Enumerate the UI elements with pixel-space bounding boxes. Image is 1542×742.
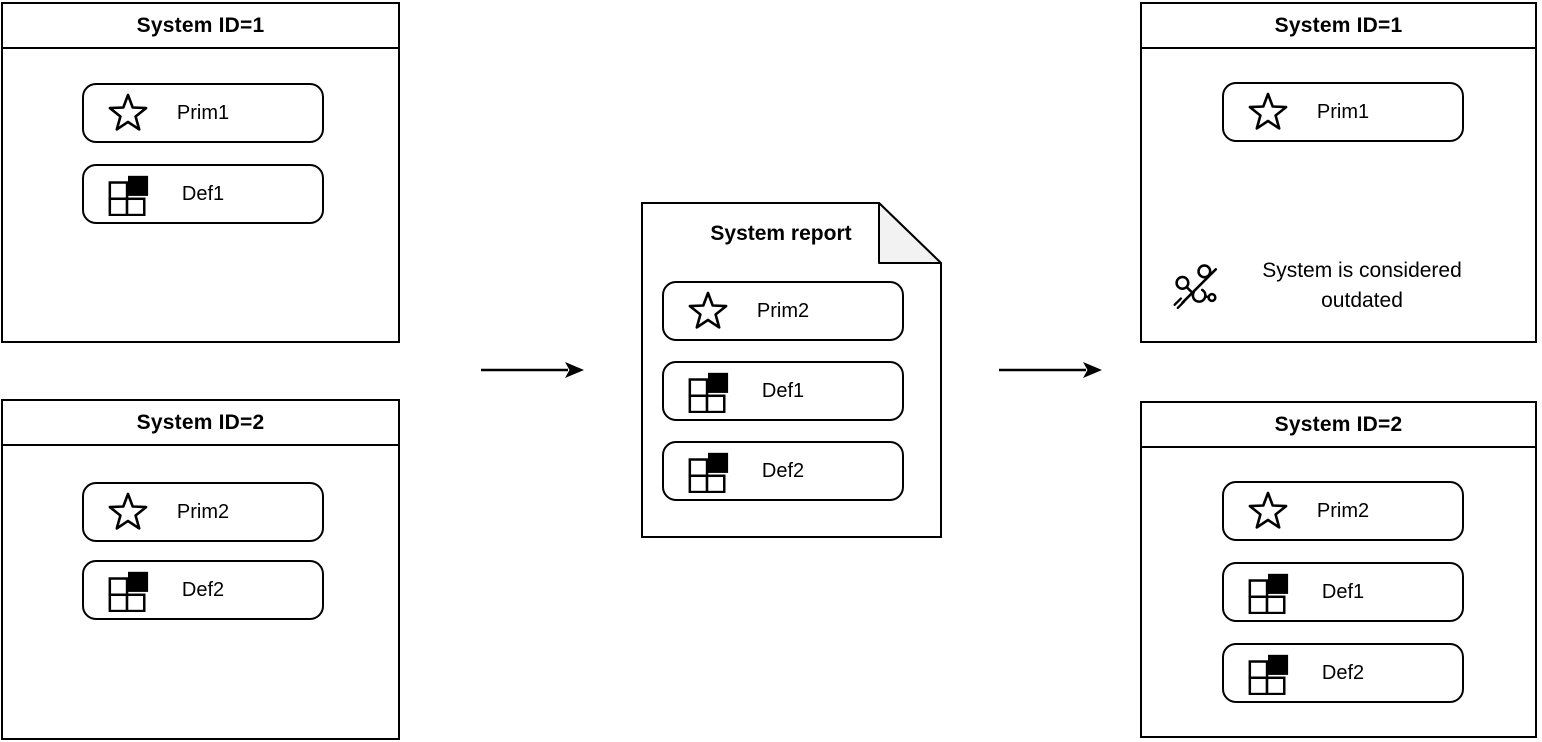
document-title: System report (710, 222, 852, 245)
chip-label: Def2 (1321, 661, 1365, 684)
chip-def1: Def1 (662, 361, 904, 421)
systems-to-report-arrow (481, 362, 584, 378)
right-system-panel-2: System ID=2 Prim2 Def1 Def2 (1140, 401, 1537, 738)
outdated-note: System is considered outdated (1262, 259, 1462, 312)
chip-def2: Def2 (662, 441, 904, 501)
folded-corner (878, 202, 942, 264)
panel-title: System ID=2 (3, 401, 398, 446)
chip-def1: Def1 (82, 164, 324, 224)
chip-label: Prim2 (1316, 499, 1370, 522)
panel-title: System ID=1 (3, 4, 398, 49)
chip-prim1: Prim1 (82, 83, 324, 143)
chip-label: Prim1 (1316, 100, 1370, 123)
chip-def1: Def1 (1222, 562, 1464, 622)
panel-title: System ID=1 (1142, 4, 1535, 49)
chip-prim1: Prim1 (1222, 82, 1464, 142)
chip-prim2: Prim2 (662, 281, 904, 341)
chip-label: Def2 (761, 459, 805, 482)
chip-label: Prim1 (176, 101, 230, 124)
left-system-panel-2: System ID=2 Prim2 Def2 (1, 399, 400, 740)
chip-label: Def2 (181, 578, 225, 601)
chip-def2: Def2 (1222, 643, 1464, 703)
chip-label: Prim2 (756, 299, 810, 322)
chip-label: Prim2 (176, 500, 230, 523)
chip-label: Def1 (181, 182, 225, 205)
system-report-document: System report Prim2 Def1 Def2 (641, 202, 942, 538)
chip-prim2: Prim2 (82, 482, 324, 542)
chip-def2: Def2 (82, 560, 324, 620)
right-system-panel-1: System ID=1 Prim1 System is considered o… (1140, 2, 1537, 343)
chip-label: Def1 (1321, 580, 1365, 603)
report-to-systems-arrow (999, 362, 1102, 378)
left-system-panel-1: System ID=1 Prim1 Def1 (1, 2, 400, 343)
chip-label: Def1 (761, 379, 805, 402)
chip-prim2: Prim2 (1222, 481, 1464, 541)
panel-title: System ID=2 (1142, 403, 1535, 448)
cut-icon (1172, 262, 1220, 310)
